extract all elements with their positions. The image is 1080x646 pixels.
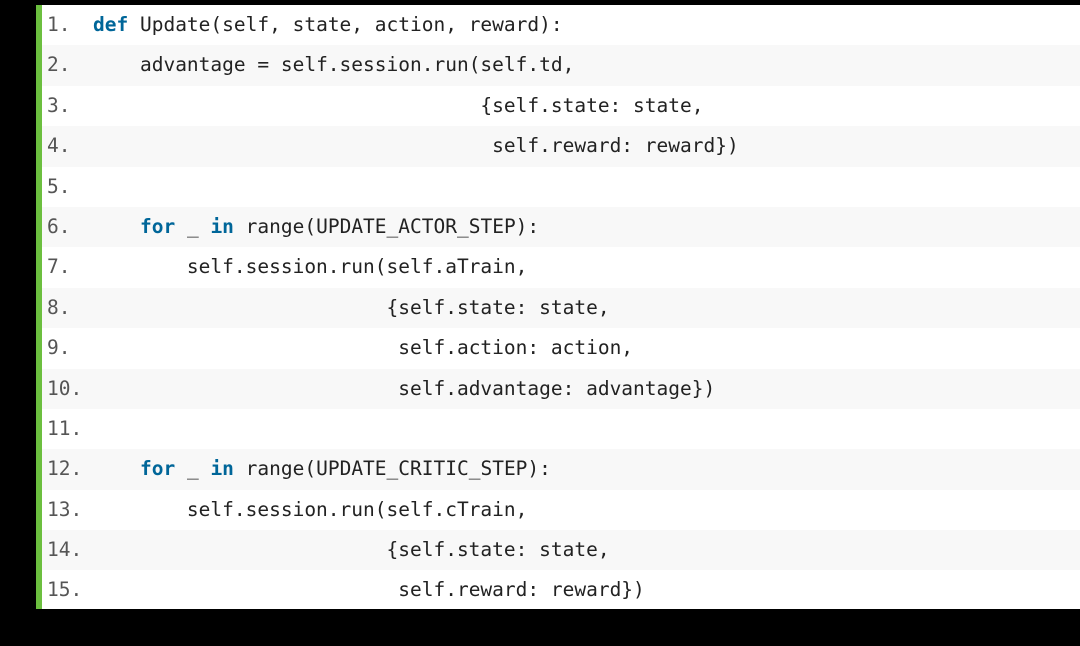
code-line: 2. advantage = self.session.run(self.td,: [42, 45, 1080, 86]
code-text: {self.state: state,: [480, 93, 704, 117]
line-indent: [93, 457, 140, 480]
code-lines: 1. def Update(self, state, action, reward…: [42, 5, 1080, 609]
line-number: 8.: [47, 295, 71, 319]
line-indent: [93, 538, 387, 561]
line-code: advantage = self.session.run(self.td,: [93, 45, 574, 85]
code-line: 8. {self.state: state,: [42, 287, 1080, 329]
code-line: 12. for _ in range(UPDATE_CRITIC_STEP):: [42, 449, 1080, 490]
line-indent: [93, 53, 140, 76]
code-text: range(UPDATE_CRITIC_STEP):: [233, 457, 551, 481]
line-indent: [93, 336, 398, 359]
line-code: self.reward: reward}): [93, 570, 645, 609]
code-line: 1. def Update(self, state, action, reward…: [42, 5, 1080, 46]
code-text: {self.state: state,: [386, 538, 610, 562]
code-line: 7. self.session.run(self.aTrain,: [42, 247, 1080, 288]
keyword: def: [93, 13, 129, 36]
code-text: self.session.run(self.aTrain,: [186, 255, 528, 279]
code-line: 14. {self.state: state,: [42, 530, 1080, 571]
keyword: in: [210, 214, 234, 238]
line-indent: [93, 377, 398, 400]
line-code: for _ in range(UPDATE_ACTOR_STEP):: [93, 207, 539, 247]
code-text: range(UPDATE_ACTOR_STEP):: [233, 214, 540, 238]
code-line: 5.: [42, 166, 1080, 207]
line-code: {self.state: state,: [93, 530, 610, 570]
code-line: 4. self.reward: reward}): [42, 126, 1080, 167]
line-number: 11.: [47, 416, 83, 440]
code-line: 15. self.reward: reward}): [42, 570, 1080, 609]
line-number: 3.: [47, 93, 71, 117]
line-number: 7.: [47, 255, 71, 279]
line-code: self.reward: reward}): [93, 126, 739, 166]
keyword: for: [139, 214, 176, 238]
line-number: 6.: [47, 214, 71, 238]
code-text: _: [175, 457, 211, 481]
code-text: self.reward: reward}): [492, 134, 739, 158]
code-text: self.session.run(self.cTrain,: [186, 497, 528, 521]
code-text: _: [175, 214, 211, 238]
code-line: 3. {self.state: state,: [42, 85, 1080, 127]
line-number: 10.: [47, 376, 83, 400]
line-indent: [93, 255, 187, 278]
line-number: 14.: [47, 538, 83, 562]
line-code: self.session.run(self.cTrain,: [93, 490, 527, 530]
line-number: 12.: [47, 457, 83, 481]
line-indent: [93, 215, 140, 238]
line-number: 13.: [47, 497, 83, 521]
keyword: in: [210, 457, 234, 481]
line-code: {self.state: state,: [93, 288, 610, 328]
line-number: 9.: [47, 336, 71, 360]
code-text: self.reward: reward}): [398, 578, 645, 602]
code-text: self.advantage: advantage}): [398, 376, 716, 400]
code-line: 10. self.advantage: advantage}): [42, 368, 1080, 409]
line-code: def Update(self, state, action, reward):: [93, 5, 563, 45]
line-code: self.advantage: advantage}): [93, 369, 715, 409]
line-indent: [93, 578, 398, 601]
code-line: 13. self.session.run(self.cTrain,: [42, 489, 1080, 531]
code-block: 1. def Update(self, state, action, reward…: [36, 5, 1080, 609]
code-line: 11.: [42, 408, 1080, 450]
line-code: self.session.run(self.aTrain,: [93, 247, 527, 287]
code-text: advantage = self.session.run(self.td,: [139, 53, 575, 77]
keyword: for: [139, 457, 176, 481]
line-code: self.action: action,: [93, 328, 633, 368]
code-text: Update(self, state, action, reward):: [128, 13, 563, 36]
line-number: 2.: [47, 53, 71, 77]
code-text: {self.state: state,: [386, 295, 610, 319]
line-indent: [93, 94, 480, 117]
line-code: {self.state: state,: [93, 86, 703, 126]
line-number: 15.: [47, 578, 83, 602]
line-code: for _ in range(UPDATE_CRITIC_STEP):: [93, 449, 551, 489]
line-indent: [93, 296, 387, 319]
line-number: 4.: [47, 134, 71, 158]
line-indent: [93, 134, 492, 157]
line-indent: [93, 498, 187, 521]
line-number: 5.: [47, 174, 71, 198]
code-line: 6. for _ in range(UPDATE_ACTOR_STEP):: [42, 206, 1080, 248]
code-line: 9. self.action: action,: [42, 328, 1080, 369]
code-text: self.action: action,: [398, 336, 634, 360]
line-number: 1.: [47, 13, 71, 36]
